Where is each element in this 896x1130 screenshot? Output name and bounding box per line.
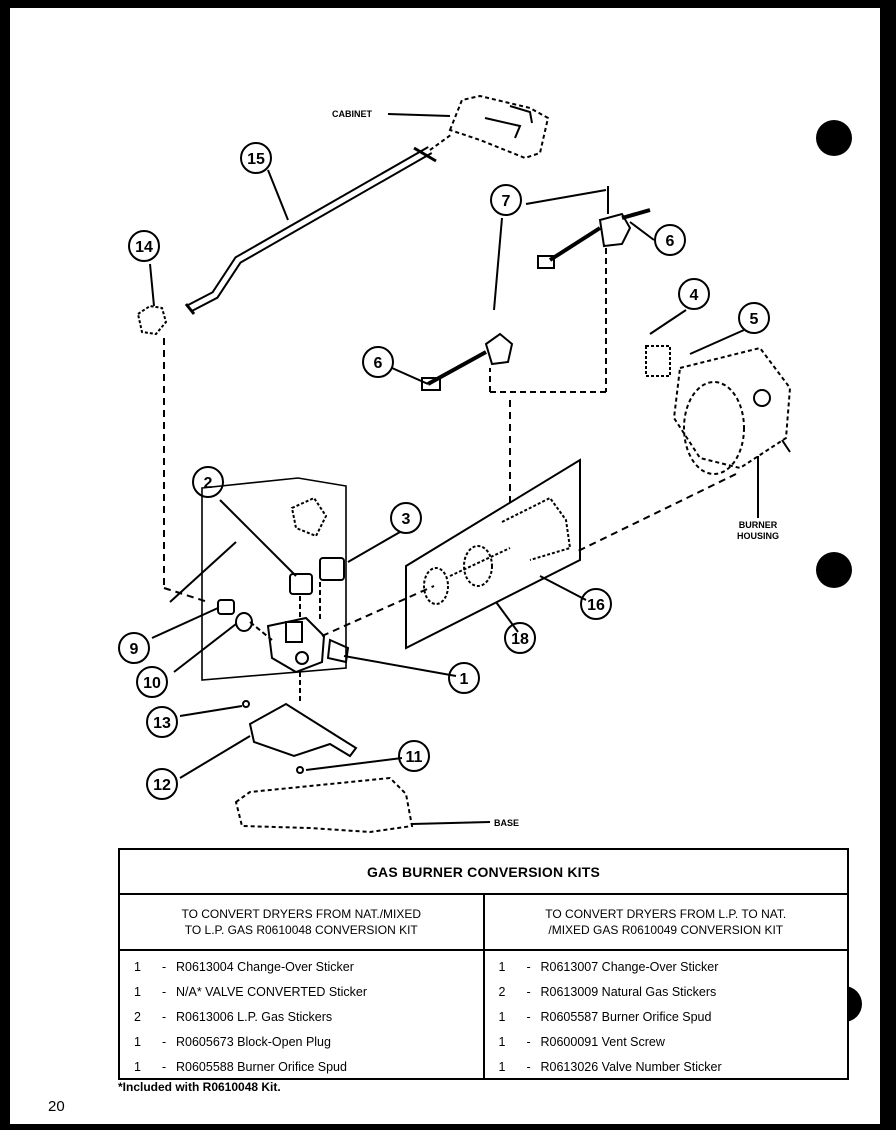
callout-3: 3 — [402, 511, 411, 528]
callout-6-lower: 6 — [374, 355, 383, 372]
solenoid-coil-part — [289, 557, 345, 595]
burner-assembly-part — [405, 458, 581, 650]
nat-to-lp-items: 1-R0613004 Change-Over Sticker 1-N/A* VA… — [120, 951, 483, 1080]
heading-line: TO CONVERT DRYERS FROM L.P. TO NAT. — [545, 907, 787, 921]
part-labels: CABINET BURNER HOUSING BASE — [332, 109, 779, 828]
lp-to-nat-items: 1-R0613007 Change-Over Sticker 2-R061300… — [485, 951, 848, 1080]
orifice-fitting-part — [217, 599, 253, 632]
heading-line: TO L.P. GAS R0610048 CONVERSION KIT — [184, 923, 418, 937]
list-item: 2-R0613009 Natural Gas Stickers — [498, 985, 717, 999]
regulator-part — [290, 496, 328, 538]
callout-9: 9 — [130, 641, 139, 658]
callout-13: 13 — [153, 715, 171, 732]
list-item: 2-R0613006 L.P. Gas Stickers — [134, 1010, 333, 1024]
gas-valve-part — [201, 477, 350, 681]
callout-15: 15 — [247, 151, 265, 168]
list-item: 1-R0605587 Burner Orifice Spud — [498, 1010, 712, 1024]
binder-hole-middle — [816, 552, 852, 588]
conversion-kits-table: GAS BURNER CONVERSION KITS TO CONVERT DR… — [118, 848, 849, 1080]
flame-sensor-upper — [537, 208, 651, 269]
cabinet-part — [448, 94, 550, 160]
base-label: BASE — [494, 818, 519, 828]
nat-to-lp-column: TO CONVERT DRYERS FROM NAT./MIXED TO L.P… — [120, 895, 483, 1080]
callout-12: 12 — [153, 777, 171, 794]
callout-14: 14 — [135, 239, 153, 256]
callout-10: 10 — [143, 675, 161, 692]
list-item: 1-R0600091 Vent Screw — [498, 1035, 665, 1049]
gas-pipe-part — [184, 146, 437, 315]
page-number: 20 — [48, 1098, 65, 1115]
callout-6-upper: 6 — [666, 233, 675, 250]
list-item: 1-R0613004 Change-Over Sticker — [134, 960, 354, 974]
list-item: 1-R0605673 Block-Open Plug — [134, 1035, 331, 1049]
heading-line: /MIXED GAS R0610049 CONVERSION KIT — [548, 923, 784, 937]
flame-sensor-lower — [421, 332, 514, 391]
valve-bracket-part — [242, 700, 358, 774]
callout-4: 4 — [690, 287, 699, 304]
callout-2: 2 — [204, 475, 213, 492]
heading-line: TO CONVERT DRYERS FROM NAT./MIXED — [181, 907, 422, 921]
exploded-parts-diagram: 1 2 3 4 5 6 6 7 9 10 11 12 13 14 15 16 1… — [118, 94, 792, 834]
nat-to-lp-heading: TO CONVERT DRYERS FROM NAT./MIXED TO L.P… — [120, 895, 483, 951]
callout-11: 11 — [406, 749, 423, 766]
pipe-elbow-part — [136, 304, 168, 336]
callout-1: 1 — [460, 671, 469, 688]
callout-numbers: 1 2 3 4 5 6 6 7 9 10 11 12 13 14 15 16 1… — [130, 151, 759, 794]
list-item: 1-R0613007 Change-Over Sticker — [498, 960, 719, 974]
footnote: *Included with R0610048 Kit. — [118, 1080, 281, 1094]
burner-housing-label-line2: HOUSING — [737, 531, 779, 541]
callout-18: 18 — [511, 631, 529, 648]
list-item: 1-R0613026 Valve Number Sticker — [498, 1060, 722, 1074]
base-part — [234, 776, 414, 834]
burner-housing-label-line1: BURNER — [739, 520, 778, 530]
table-title: GAS BURNER CONVERSION KITS — [120, 850, 847, 895]
burner-housing-part — [672, 346, 792, 475]
parts-page: 1 2 3 4 5 6 6 7 9 10 11 12 13 14 15 16 1… — [10, 8, 880, 1124]
lp-to-nat-heading: TO CONVERT DRYERS FROM L.P. TO NAT. /MIX… — [484, 895, 847, 951]
list-item: 1-N/A* VALVE CONVERTED Sticker — [134, 985, 368, 999]
list-item: 1-R0605588 Burner Orifice Spud — [134, 1060, 347, 1074]
callout-7: 7 — [502, 193, 511, 210]
callout-16: 16 — [587, 597, 605, 614]
callout-5: 5 — [750, 311, 759, 328]
cabinet-label: CABINET — [332, 109, 373, 119]
lp-to-nat-column: TO CONVERT DRYERS FROM L.P. TO NAT. /MIX… — [482, 895, 848, 1080]
ignitor-bracket-part — [645, 345, 671, 377]
cabinet-leader — [387, 113, 451, 117]
binder-hole-top — [816, 120, 852, 156]
